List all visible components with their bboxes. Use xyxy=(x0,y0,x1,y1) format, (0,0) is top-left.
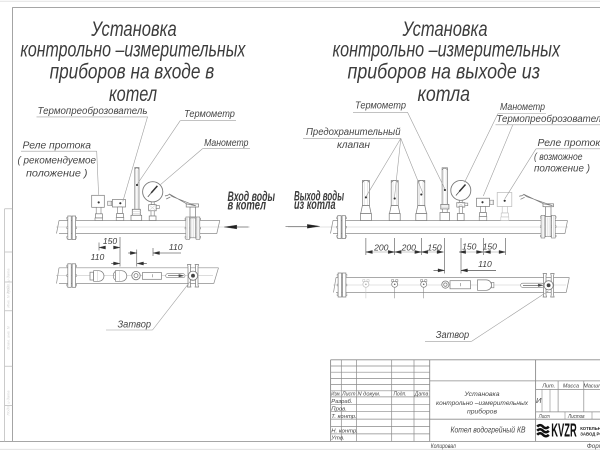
svg-text:контрольно –измерительных: контрольно –измерительных xyxy=(20,38,246,61)
svg-text:Формат: Формат xyxy=(587,443,600,450)
svg-text:Н. контр.: Н. контр. xyxy=(331,429,358,435)
svg-text:150: 150 xyxy=(103,236,118,246)
svg-text:200: 200 xyxy=(401,242,417,252)
svg-text:КОТЕЛЬНЫЙ: КОТЕЛЬНЫЙ xyxy=(580,426,600,431)
svg-text:клапан: клапан xyxy=(337,140,371,151)
svg-text:Затвор: Затвор xyxy=(436,330,470,341)
svg-text:Выход воды: Выход воды xyxy=(294,189,344,204)
svg-text:N докум.: N докум. xyxy=(358,392,381,398)
svg-text:Взам. инв. N: Взам. инв. N xyxy=(6,326,11,349)
svg-text:Подп. и дата: Подп. и дата xyxy=(6,268,11,294)
svg-text:150: 150 xyxy=(483,241,498,251)
svg-text:150: 150 xyxy=(427,242,442,252)
svg-text:Инв. N дубл.: Инв. N дубл. xyxy=(6,284,11,307)
svg-text:контрольно –измерительных: контрольно –измерительных xyxy=(333,38,562,61)
svg-text:Предохранительный: Предохранительный xyxy=(306,127,401,138)
svg-text:Дата: Дата xyxy=(414,392,429,398)
svg-text:150: 150 xyxy=(462,241,477,251)
svg-text:Затвор: Затвор xyxy=(118,319,152,330)
svg-text:Разраб.: Разраб. xyxy=(331,399,352,405)
svg-text:Термометр: Термометр xyxy=(184,109,235,120)
svg-text:приборов на входе в: приборов на входе в xyxy=(50,60,215,83)
svg-text:положение ): положение ) xyxy=(26,168,88,179)
svg-text:( рекомендуемое: ( рекомендуемое xyxy=(18,156,97,167)
svg-text:110: 110 xyxy=(478,259,492,269)
svg-text:Лит.: Лит. xyxy=(541,383,555,389)
svg-text:котла: котла xyxy=(418,83,471,106)
svg-text:Установка: Установка xyxy=(463,391,499,398)
svg-text:Листов: Листов xyxy=(567,414,584,420)
svg-text:110: 110 xyxy=(169,242,183,252)
svg-text:Лист: Лист xyxy=(341,392,355,398)
svg-text:Подп. и дата: Подп. и дата xyxy=(6,390,11,416)
svg-text:Установка: Установка xyxy=(402,18,488,41)
svg-text:Масса: Масса xyxy=(563,383,579,389)
svg-text:Пров.: Пров. xyxy=(331,406,347,412)
svg-text:котел: котел xyxy=(109,83,157,106)
svg-text:Масшт: Масшт xyxy=(583,383,600,389)
svg-text:приборов на выходе из: приборов на выходе из xyxy=(348,60,541,83)
svg-text:контрольно –измерительных: контрольно –измерительных xyxy=(436,400,529,407)
svg-text:Манометр: Манометр xyxy=(500,102,545,113)
svg-text:Реле протока: Реле протока xyxy=(538,138,600,149)
svg-text:Термометр: Термометр xyxy=(355,101,407,112)
svg-text:Подп.: Подп. xyxy=(394,392,407,398)
svg-text:Вход воды: Вход воды xyxy=(228,189,276,204)
svg-text:Термопреоброзователь: Термопреоброзователь xyxy=(496,114,600,125)
svg-text:Реле протока: Реле протока xyxy=(23,141,92,152)
svg-text:И: И xyxy=(536,396,542,405)
svg-text:Котел водогрейный КВ: Котел водогрейный КВ xyxy=(451,426,526,435)
svg-text:Манометр: Манометр xyxy=(204,138,249,149)
svg-text:110: 110 xyxy=(91,252,105,262)
svg-text:( возможное: ( возможное xyxy=(534,152,583,163)
svg-text:из котла: из котла xyxy=(294,197,336,212)
svg-text:Утв.: Утв. xyxy=(330,436,344,442)
svg-text:200: 200 xyxy=(373,242,389,252)
svg-text:приборов: приборов xyxy=(467,408,497,416)
svg-text:Лист: Лист xyxy=(538,414,550,420)
svg-text:в котел: в котел xyxy=(228,197,267,212)
svg-text:положение ): положение ) xyxy=(534,164,590,175)
svg-text:KVZR: KVZR xyxy=(551,420,577,441)
svg-text:Т. контр.: Т. контр. xyxy=(331,414,356,420)
svg-text:ЗАВОД РОС: ЗАВОД РОС xyxy=(580,431,600,436)
svg-text:Копировал: Копировал xyxy=(431,443,456,450)
svg-text:Установка: Установка xyxy=(91,18,177,41)
svg-text:Изм.: Изм. xyxy=(331,392,341,398)
svg-text:Термопреоброзователь: Термопреоброзователь xyxy=(38,106,148,117)
